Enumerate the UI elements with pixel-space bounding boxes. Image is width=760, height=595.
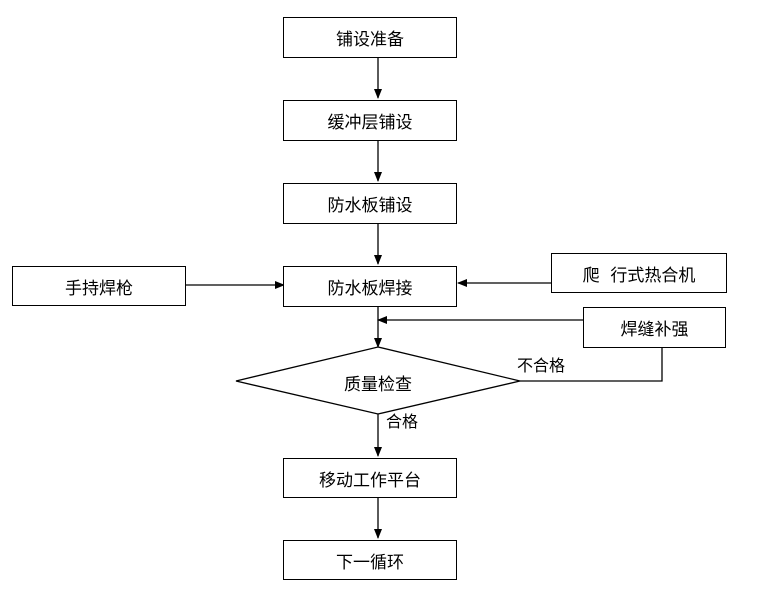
label-pass: 合格 — [386, 412, 419, 431]
node-next: 下一循环 — [283, 540, 457, 580]
line-inspect-fail-loop — [520, 348, 663, 382]
node-weld: 防水板焊接 — [283, 266, 457, 307]
node-buffer: 缓冲层铺设 — [283, 100, 457, 141]
node-prep: 铺设准备 — [283, 17, 457, 58]
node-move: 移动工作平台 — [283, 458, 457, 498]
inspect-diamond — [235, 346, 521, 415]
node-inspect-label: 质量检查 — [344, 375, 412, 395]
node-board-lay: 防水板铺设 — [283, 183, 457, 224]
node-handheld: 手持焊枪 — [12, 266, 186, 306]
node-crawler: 爬 行式热合机 — [551, 253, 727, 293]
node-repair: 焊缝补强 — [583, 307, 726, 348]
label-fail: 不合格 — [517, 356, 566, 375]
